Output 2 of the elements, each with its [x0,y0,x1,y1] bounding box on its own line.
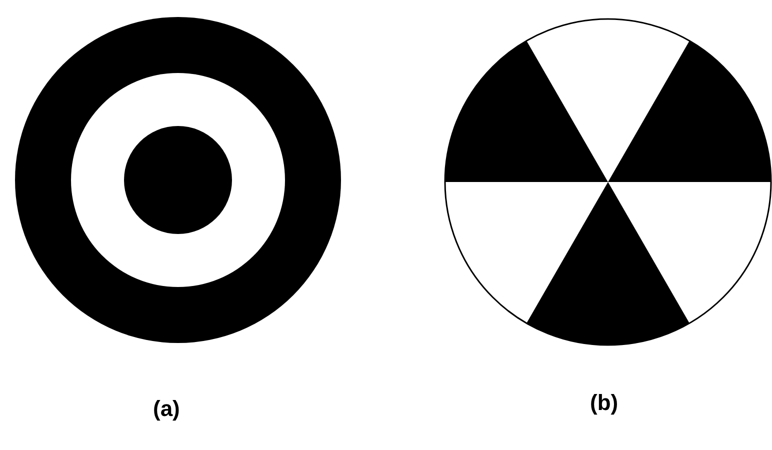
panel-label: (a) [153,395,180,423]
panel-label: (b) [590,389,618,417]
